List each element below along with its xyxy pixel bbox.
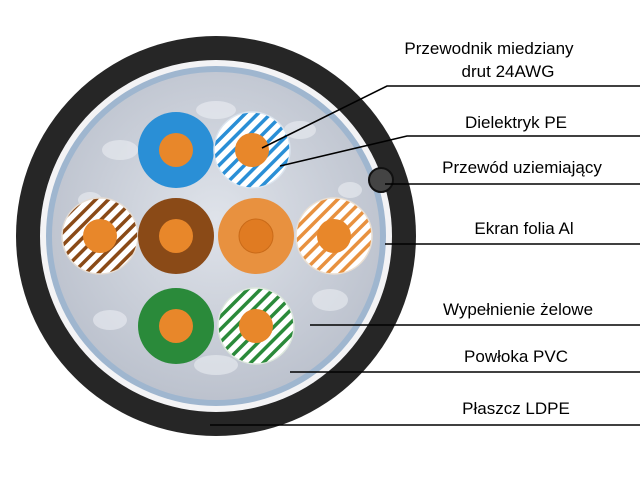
label-ldpe-jacket: Płaszcz LDPE: [462, 399, 570, 418]
labels: Przewodnik miedziany drut 24AWG Dielektr…: [404, 39, 602, 418]
copper-core: [159, 219, 193, 253]
pair-green: [138, 287, 295, 365]
drain-wire: [368, 167, 394, 193]
leader-lines: [210, 85, 640, 426]
label-dielectric: Dielektryk PE: [465, 113, 567, 132]
label-foil-shield: Ekran folia Al: [474, 219, 573, 238]
label-gel-filling: Wypełnienie żelowe: [443, 300, 593, 319]
label-pvc-sheath: Powłoka PVC: [464, 347, 568, 366]
copper-core: [239, 309, 273, 343]
label-drain-wire: Przewód uziemiający: [442, 158, 602, 177]
copper-core: [238, 218, 274, 254]
copper-core: [235, 133, 269, 167]
label-conductor-line2: drut 24AWG: [462, 62, 555, 81]
copper-core: [159, 309, 193, 343]
copper-core: [83, 219, 117, 253]
pair-orange: [218, 197, 373, 275]
pair-blue: [138, 111, 291, 189]
copper-core: [159, 133, 193, 167]
leader-conductor: [261, 85, 640, 149]
copper-core: [317, 219, 351, 253]
pair-brown: [61, 197, 214, 275]
label-conductor-line1: Przewodnik miedziany: [404, 39, 574, 58]
leader-dielectric: [279, 135, 640, 167]
